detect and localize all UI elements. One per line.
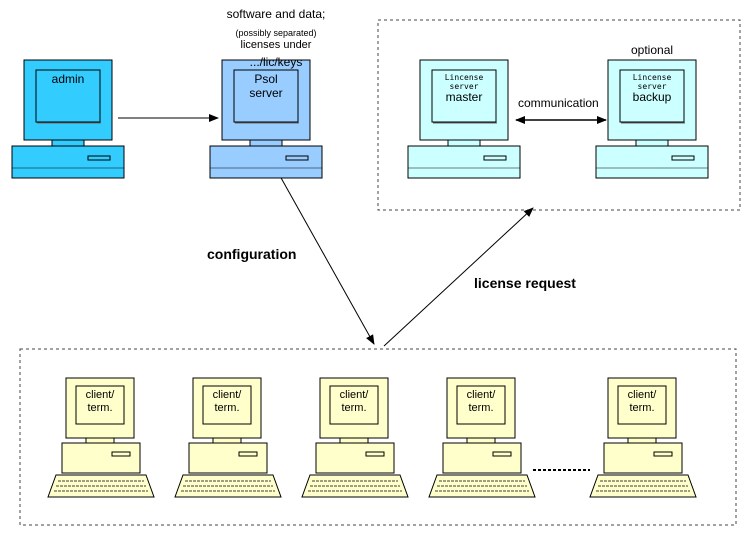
client-terminal-computer (301, 377, 409, 498)
screen-line-2: term. (87, 401, 113, 414)
monitor-stand (51, 139, 85, 147)
computer-base (595, 145, 709, 179)
disk-drive-slot (483, 155, 507, 161)
disk-drive-slot (365, 451, 385, 457)
admin-screen-label: admin (36, 72, 100, 87)
psol-server-computer (209, 59, 323, 179)
screen-line-1: Lincense server (632, 73, 672, 92)
monitor-screen (619, 69, 685, 123)
client-terminal-computer (428, 377, 536, 498)
license-request-label: license request (474, 275, 576, 291)
screen-line-2: term. (341, 401, 367, 414)
monitor-stand (466, 437, 496, 444)
disk-drive-slot (492, 451, 512, 457)
screen-line-1: Psol (254, 72, 278, 86)
screen-line-1: client/ (466, 389, 496, 401)
software-data-label: software and data; (226, 7, 326, 21)
monitor-stand (635, 139, 669, 147)
computer-base (407, 145, 521, 179)
screen-line-1: client/ (85, 389, 115, 401)
license-servers-group-box (377, 19, 741, 211)
client-terminal-computer (174, 377, 282, 498)
disk-drive-slot (671, 155, 695, 161)
client-terminal-screen-label: client/term. (76, 389, 124, 414)
optional-label: optional (631, 43, 674, 57)
monitor-screen (202, 385, 252, 425)
computer-base (61, 442, 141, 474)
computer-base (442, 442, 522, 474)
communication-label: communication (518, 96, 599, 110)
disk-drive-slot (285, 155, 309, 161)
screen-line-1: client/ (212, 389, 242, 401)
disk-drive-slot (87, 155, 111, 161)
client-terminal-screen-label: client/term. (203, 389, 251, 414)
screen-line-2: term. (468, 401, 494, 414)
screen-line-2: backup (632, 90, 672, 105)
monitor-stand (627, 437, 657, 444)
configuration-label: configuration (207, 246, 297, 262)
disk-drive-slot (653, 451, 673, 457)
disk-drive-slot (238, 451, 258, 457)
lic-keys-path-label: .../lic/keys (249, 54, 303, 69)
monitor-screen (75, 385, 125, 425)
computer-base (603, 442, 683, 474)
license-request-arrow (383, 207, 534, 347)
computer-base (209, 145, 323, 179)
license-server-master-computer (407, 59, 521, 179)
screen-line-1: client/ (627, 389, 657, 401)
screen-line-1: client/ (339, 389, 369, 401)
monitor-screen (617, 385, 667, 425)
client-terminal-screen-label: client/term. (330, 389, 378, 414)
screen-line-2: term. (629, 401, 655, 414)
computers-layer (11, 59, 709, 498)
monitor-screen (35, 69, 101, 123)
computer-base (315, 442, 395, 474)
screen-line-2: master (445, 90, 483, 105)
possibly-separated-label: (possibly separated) (235, 27, 317, 38)
screen-line-1: Lincense server (444, 73, 484, 92)
configuration-arrow (279, 175, 375, 345)
monitor-stand (339, 437, 369, 444)
monitor-screen (233, 69, 299, 123)
monitor-stand (85, 437, 115, 444)
monitor-screen (431, 69, 497, 123)
monitor-stand (249, 139, 283, 147)
monitor-stand (212, 437, 242, 444)
computer-base (11, 145, 125, 179)
client-terminal-screen-label: client/term. (457, 389, 505, 414)
monitor-stand (447, 139, 481, 147)
licenses-under-label: licenses under (240, 39, 312, 51)
client-terminal-computer (47, 377, 155, 498)
client-terminal-screen-label: client/term. (618, 389, 666, 414)
computer-base (188, 442, 268, 474)
clients-group-box (19, 348, 737, 526)
monitor-screen (456, 385, 506, 425)
screen-line-1: admin (51, 72, 85, 86)
client-terminal-computer (589, 377, 697, 498)
disk-drive-slot (111, 451, 131, 457)
admin-computer (11, 59, 125, 179)
screen-line-2: server (249, 85, 283, 100)
monitor-screen (329, 385, 379, 425)
license-server-backup-computer (595, 59, 709, 179)
screen-line-2: term. (214, 401, 240, 414)
